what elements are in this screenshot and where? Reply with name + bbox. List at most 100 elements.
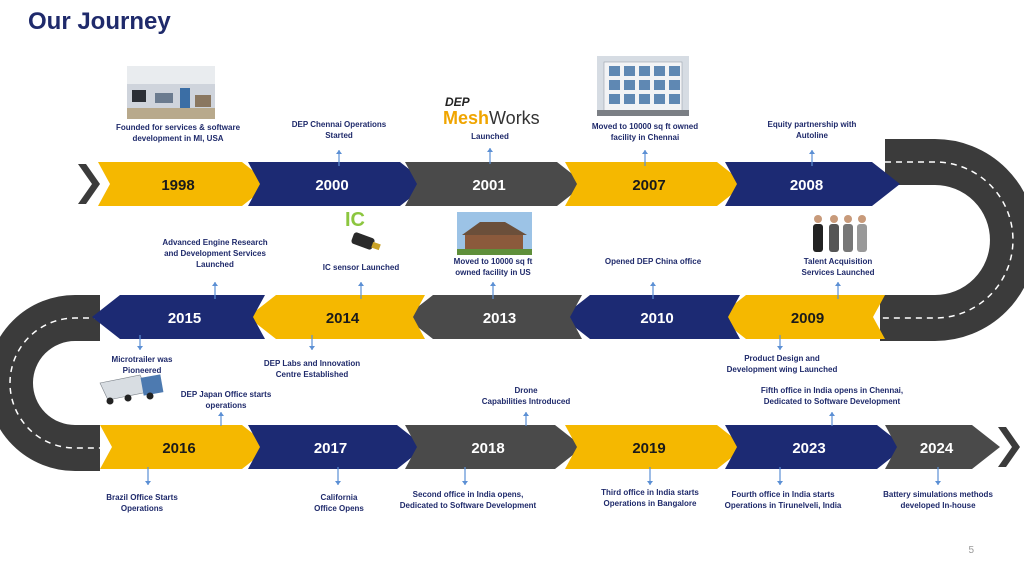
year-label: 2016 xyxy=(162,440,195,457)
arrow-shape xyxy=(885,425,1000,469)
road-centerline-right xyxy=(880,161,1014,319)
year-label: 1998 xyxy=(161,177,194,194)
milestone-text-line: Autoline xyxy=(796,131,829,140)
year-label: 2000 xyxy=(315,177,348,194)
year-arrow-2024: 2024 xyxy=(885,425,1000,469)
milestone-text-line: Fifth office in India opens in Chennai, xyxy=(761,386,903,395)
start-chevron-icon xyxy=(78,164,100,204)
milestone-text-line: Founded for services & software xyxy=(116,123,241,132)
connector-arrowhead xyxy=(462,481,468,485)
arrow-shape xyxy=(248,162,428,206)
connector-arrowhead xyxy=(212,282,218,286)
year-label: 2007 xyxy=(632,177,665,194)
year-arrow-2014: 2014 xyxy=(248,295,425,339)
milestone-text-line: Pioneered xyxy=(123,366,162,375)
year-label: 2015 xyxy=(168,310,201,327)
page-number: 5 xyxy=(968,545,974,556)
milestone-text-line: operations xyxy=(206,401,247,410)
milestone-text-line: Centre Established xyxy=(276,370,349,379)
office-photo xyxy=(127,66,215,119)
milestone-text-line: Capabilities Introduced xyxy=(482,397,571,406)
milestone-note-2014: IC sensor Launched xyxy=(323,263,399,299)
milestone-text-line: DEP Japan Office starts xyxy=(181,390,272,399)
milestone-text-line: Fourth office in India starts xyxy=(731,490,835,499)
people-photo xyxy=(813,215,867,252)
year-label: 2018 xyxy=(471,440,504,457)
connector-arrowhead xyxy=(487,148,493,152)
road-curve-left xyxy=(0,295,100,471)
year-arrow-2018: 2018 xyxy=(405,425,583,469)
milestone-text-line: Third office in India starts xyxy=(601,488,699,497)
connector-arrowhead xyxy=(336,150,342,154)
connector-arrowhead xyxy=(523,412,529,416)
milestone-note-2013: Moved to 10000 sq ft owned facility in US xyxy=(454,257,533,299)
milestone-text-line: Equity partnership with xyxy=(768,120,857,129)
building-photo xyxy=(597,56,689,116)
arrow-shape xyxy=(98,162,270,206)
annotations: Founded for services & softwaredevelopme… xyxy=(106,106,993,513)
arrow-shape xyxy=(248,295,425,339)
milestone-text-line: developed In-house xyxy=(900,501,976,510)
milestone-text-line: Brazil Office Starts xyxy=(106,493,178,502)
year-label: 2013 xyxy=(483,310,516,327)
connector-arrowhead xyxy=(490,282,496,286)
milestone-text-line: Started xyxy=(325,131,353,140)
year-arrow-2008: 2008 xyxy=(725,162,900,206)
page-title: Our Journey xyxy=(28,8,171,35)
milestone-note-2023: Fifth office in India opens in Chennai,D… xyxy=(761,386,903,426)
connector-arrowhead xyxy=(335,481,341,485)
connector-arrowhead xyxy=(647,481,653,485)
connector-arrowhead xyxy=(835,282,841,286)
milestone-text-line: Talent Acquisition xyxy=(804,257,873,266)
milestone-text-line: Battery simulations methods xyxy=(883,490,993,499)
milestone-text-line: owned facility in US xyxy=(455,268,531,277)
milestone-note-2024-below: Battery simulations methods developed In-… xyxy=(883,467,993,510)
year-label: 2023 xyxy=(792,440,825,457)
connector-arrowhead xyxy=(137,346,143,350)
connector-arrowhead xyxy=(809,150,815,154)
year-arrow-2016: 2016 xyxy=(100,425,270,469)
us-facility-photo xyxy=(457,212,532,255)
milestone-text-line: and Development Services xyxy=(164,249,266,258)
year-arrow-2000: 2000 xyxy=(248,162,428,206)
connector-arrowhead xyxy=(218,412,224,416)
arrow-shape xyxy=(100,425,270,469)
milestone-text-line: Operations in Tirunelveli, India xyxy=(725,501,842,510)
year-label: 2024 xyxy=(920,440,954,457)
milestone-text-line: Dedicated to Software Development xyxy=(400,501,537,510)
milestone-text-line: Opened DEP China office xyxy=(605,257,702,266)
milestone-text-line: DEP Labs and Innovation xyxy=(264,359,360,368)
road-centerline-left xyxy=(9,317,100,449)
milestone-text-line: Launched xyxy=(471,132,509,141)
milestone-note-2001: Launched xyxy=(471,132,509,164)
year-arrow-2015: 2015 xyxy=(92,295,265,339)
arrow-shape xyxy=(248,425,425,469)
milestone-text-line: Advanced Engine Research xyxy=(162,238,267,247)
milestone-text-line: Moved to 10000 sq ft xyxy=(454,257,533,266)
connector-arrowhead xyxy=(650,282,656,286)
year-label: 2019 xyxy=(632,440,665,457)
year-label: 2010 xyxy=(640,310,673,327)
end-chevron-icon xyxy=(998,427,1020,467)
milestone-text-line: facility in Chennai xyxy=(611,133,679,142)
milestone-note-2018-below: Second office in India opens, Dedicated t… xyxy=(400,467,537,510)
milestone-text-line: Second office in India opens, xyxy=(413,490,524,499)
milestone-text-line: Services Launched xyxy=(802,268,875,277)
milestone-text-line: California xyxy=(321,493,358,502)
milestone-text-line: Microtrailer was xyxy=(112,355,173,364)
connector-arrowhead xyxy=(642,150,648,154)
arrow-shape xyxy=(565,162,745,206)
microtrailer-photo xyxy=(99,374,164,405)
milestone-text-line: Product Design and xyxy=(744,354,820,363)
ic-logo-text: IC xyxy=(345,209,365,231)
logo-text-main: MeshWorks xyxy=(443,108,540,128)
milestone-text-line: Launched xyxy=(196,260,234,269)
